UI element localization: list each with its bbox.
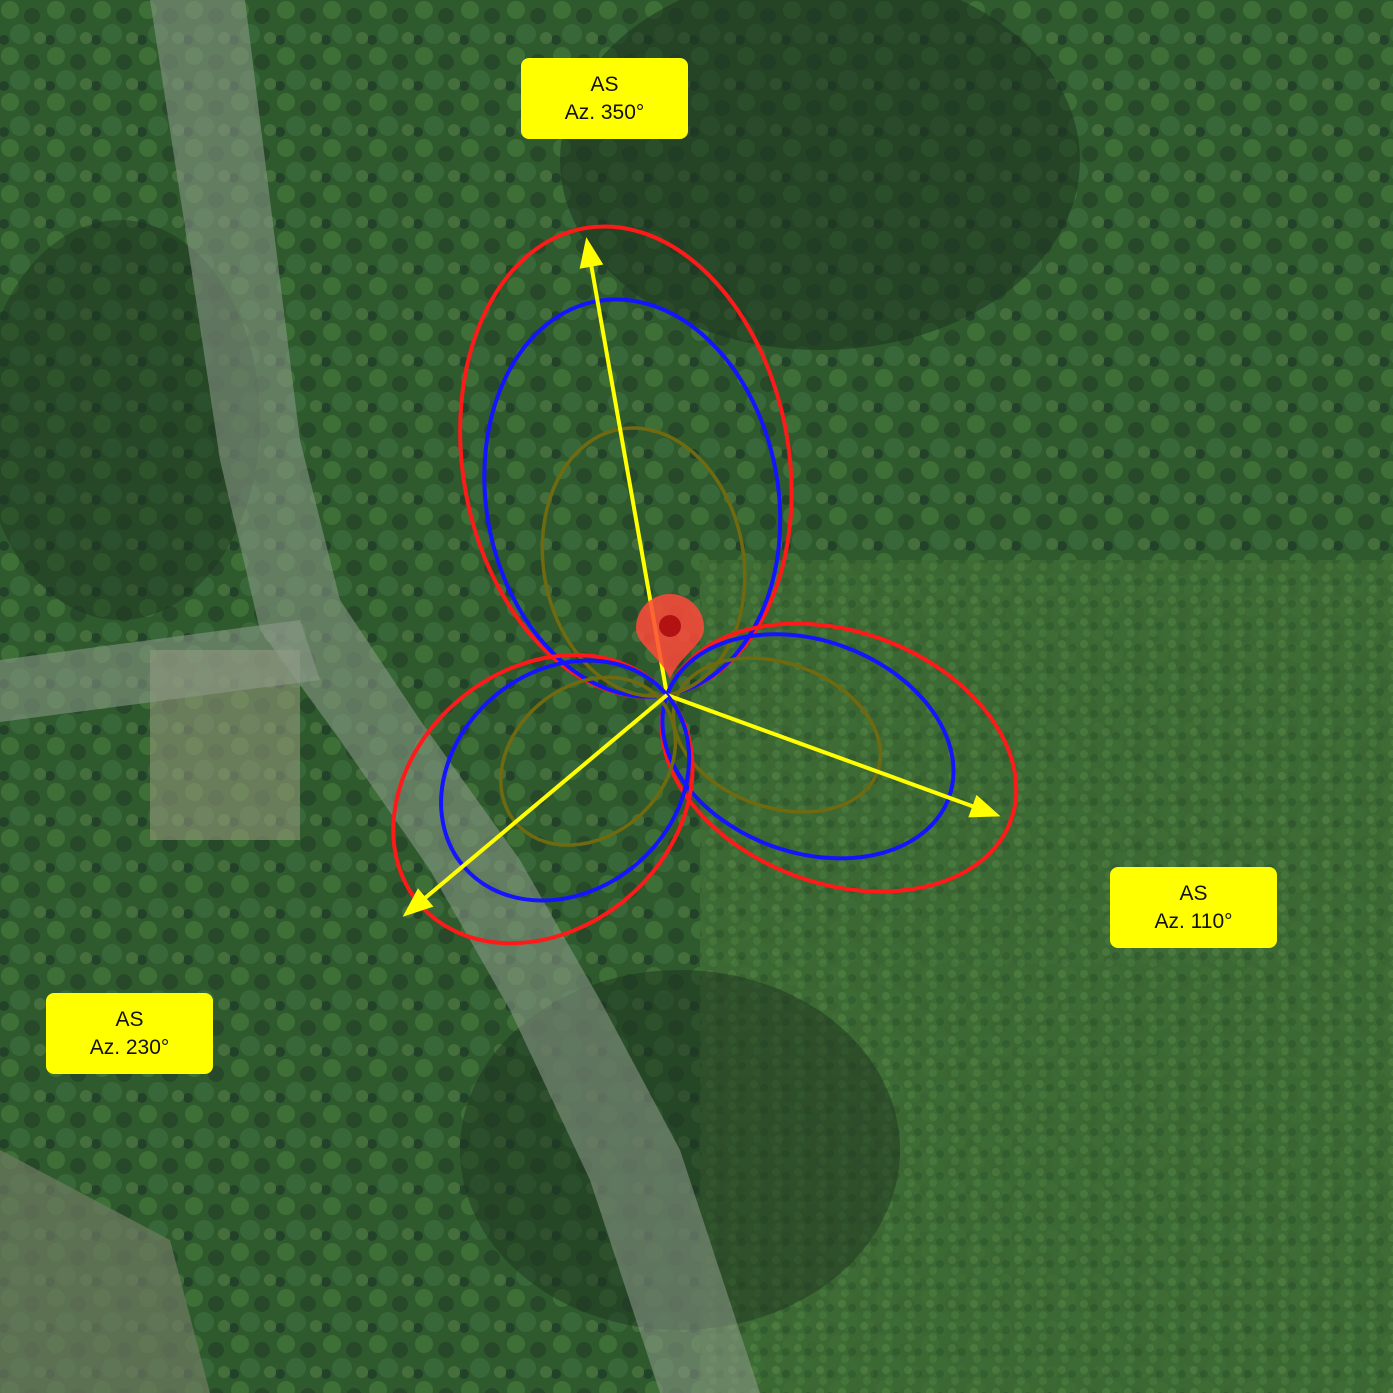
sector-label-azimuth: Az. 110° [1154, 909, 1233, 933]
sector-label-350: AS Az. 350° [521, 58, 688, 139]
azimuth-arrow-head [579, 237, 604, 269]
azimuth-arrow-head [968, 794, 1001, 818]
forest-path-main [150, 0, 760, 1393]
sector-label-110: AS Az. 110° [1110, 867, 1277, 948]
sector-label-tech: AS [590, 72, 619, 96]
sector-label-azimuth: Az. 350° [564, 100, 645, 124]
sector-230-pattern [391, 653, 695, 946]
sector-label-azimuth: Az. 230° [89, 1035, 170, 1059]
forest-path-branch [0, 620, 320, 722]
field-southwest [0, 1150, 210, 1393]
dark-canopy-west [0, 220, 260, 620]
azimuth-arrow-shaft [666, 693, 979, 811]
dark-canopy-north [560, 0, 1080, 350]
azimuth-arrow-shaft [419, 693, 669, 903]
map-pin-dot [659, 615, 681, 637]
azimuth-arrow-head [402, 888, 434, 917]
site-marker[interactable] [636, 594, 704, 679]
sector-label-230: AS Az. 230° [46, 993, 213, 1074]
antenna-patterns [391, 224, 1019, 946]
sector-label-tech: AS [1179, 881, 1208, 905]
sector-label-tech: AS [115, 1007, 144, 1031]
